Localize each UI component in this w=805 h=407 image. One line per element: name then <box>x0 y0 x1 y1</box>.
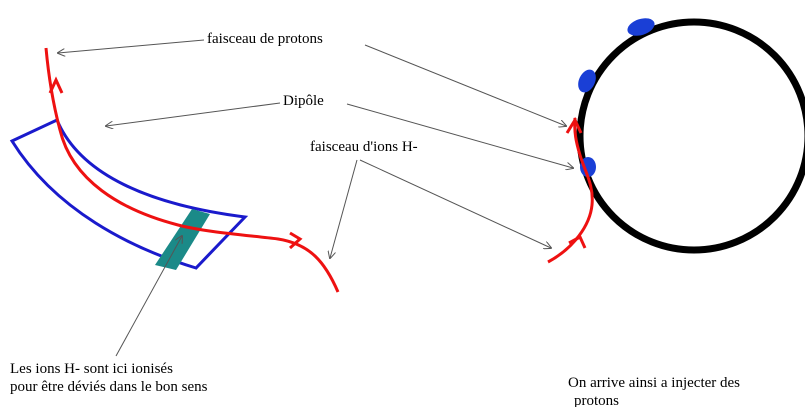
hminus-to-proton-beam <box>44 47 340 293</box>
pointer-hminus-left <box>330 159 358 258</box>
ionization-caption-line2: pour être déviés dans le bon sens <box>10 379 208 395</box>
proton-bunch <box>578 69 596 93</box>
beam-direction-arrow <box>565 116 583 134</box>
beam-direction-arrow <box>568 234 587 249</box>
proton-bunch <box>580 157 596 177</box>
proton-bunch <box>627 18 655 36</box>
dipole-magnet <box>9 117 249 270</box>
ionization-caption-line1: Les ions H- sont ici ionisés <box>10 361 173 377</box>
dipole-label: Dipôle <box>283 93 324 109</box>
hminus-beam-label: faisceau d'ions H- <box>310 139 418 155</box>
proton-beam-label: faisceau de protons <box>207 31 323 47</box>
ionization-caption: Les ions H- sont ici ionisés pour être d… <box>10 360 207 396</box>
result-caption-line2: protons <box>574 393 619 407</box>
pointer-proton-left <box>58 39 205 53</box>
result-caption: On arrive ainsi a injecter des protons <box>568 374 740 407</box>
beam-direction-arrow <box>288 231 303 250</box>
pointer-proton-right <box>364 44 566 126</box>
injection-beam <box>547 117 594 264</box>
pointer-dipole-left <box>106 102 281 126</box>
synchrotron-ring <box>576 18 805 254</box>
pointer-ionization <box>115 236 182 357</box>
result-caption-line1: On arrive ainsi a injecter des <box>568 375 741 391</box>
beam-direction-arrow <box>48 76 64 94</box>
pointer-hminus-right <box>359 159 551 248</box>
pointer-dipole-right <box>346 103 573 168</box>
